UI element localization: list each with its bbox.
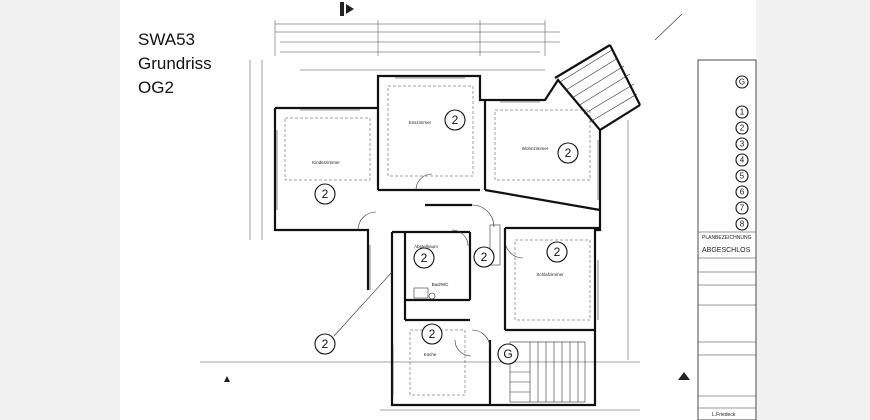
room-label-schlafzimmer: Schlafzimmer xyxy=(536,272,564,277)
legend-symbol-6: 6 xyxy=(735,185,749,199)
right-margin xyxy=(756,0,870,420)
staircase-tag: G xyxy=(497,343,519,365)
legend-symbol-7: 7 xyxy=(735,201,749,215)
legend: G 1 2 3 4 5 6 xyxy=(735,75,749,231)
interior-walls xyxy=(376,100,601,405)
staircase xyxy=(509,341,586,403)
door-swings xyxy=(357,173,524,357)
svg-text:2: 2 xyxy=(740,124,745,133)
title-block: PLANBEZEICHNUNG ABGESCHLOS L.Friedeck xyxy=(697,59,757,420)
svg-text:3: 3 xyxy=(740,140,745,149)
legend-symbol-5: 5 xyxy=(735,169,749,183)
svg-text:2: 2 xyxy=(421,251,428,265)
svg-text:7: 7 xyxy=(740,204,745,213)
plan-caption: SWA53 Grundriss OG2 xyxy=(138,28,212,100)
room-label-esszimmer: Esszimmer xyxy=(409,120,432,125)
svg-text:2: 2 xyxy=(481,250,488,264)
section-markers xyxy=(224,372,690,382)
windows xyxy=(276,77,599,395)
svg-text:2: 2 xyxy=(452,113,459,127)
room-tag-wohnzimmer: 2 xyxy=(557,142,579,164)
svg-text:G: G xyxy=(739,78,745,87)
svg-text:G: G xyxy=(503,347,512,361)
svg-text:5: 5 xyxy=(740,172,745,181)
svg-text:2: 2 xyxy=(565,146,572,160)
legend-symbol-8: 8 xyxy=(735,217,749,231)
room-label-wohnzimmer: Wohnzimmer xyxy=(522,146,549,151)
left-margin xyxy=(0,0,120,420)
room-tag-kinderzimmer: 2 xyxy=(314,183,336,205)
room-label-bad: Bad/WC xyxy=(432,282,450,287)
room-tag-abstellraum: 2 xyxy=(413,247,435,269)
north-arrow xyxy=(648,10,690,52)
legend-symbol-g: G xyxy=(735,75,749,89)
room-tag-schlafzimmer: 2 xyxy=(546,241,568,263)
svg-text:1: 1 xyxy=(740,108,745,117)
svg-text:2: 2 xyxy=(554,245,561,259)
svg-text:2: 2 xyxy=(322,337,329,351)
exterior-walls xyxy=(273,44,641,407)
title-block-author: L.Friedeck xyxy=(712,412,736,418)
room-tag-kueche: 2 xyxy=(421,323,443,345)
room-label-abstellraum: Abstellraum xyxy=(414,244,438,249)
caption-project-code: SWA53 xyxy=(138,30,196,49)
svg-text:6: 6 xyxy=(740,188,745,197)
title-block-plan-title: ABGESCHLOS xyxy=(702,247,751,254)
balcony xyxy=(559,49,638,123)
caption-drawing-type: Grundriss xyxy=(138,54,212,73)
room-label-kinderzimmer: Kinderzimmer xyxy=(312,160,340,165)
legend-symbol-2: 2 xyxy=(735,121,749,135)
room-tags: 2 2 2 2 2 2 2 xyxy=(314,109,579,365)
section-marker-top xyxy=(340,2,354,16)
svg-text:4: 4 xyxy=(740,156,745,165)
legend-symbol-3: 3 xyxy=(735,137,749,151)
room-fixtures xyxy=(284,85,591,396)
room-label-kueche: Küche xyxy=(424,352,437,357)
legend-symbol-4: 4 xyxy=(735,153,749,167)
room-labels: Kinderzimmer Esszimmer Wohnzimmer Schlaf… xyxy=(312,120,564,357)
title-block-section-label: PLANBEZEICHNUNG xyxy=(702,235,752,241)
svg-text:8: 8 xyxy=(740,220,745,229)
room-tag-exterior: 2 xyxy=(314,333,336,355)
legend-symbol-1: 1 xyxy=(735,105,749,119)
room-tag-esszimmer: 2 xyxy=(444,109,466,131)
tag-leader-line xyxy=(333,271,393,337)
caption-floor-level: OG2 xyxy=(138,78,174,97)
room-tag-flur: 2 xyxy=(473,246,495,268)
dimension-lines xyxy=(200,20,640,411)
svg-text:2: 2 xyxy=(429,327,436,341)
svg-text:2: 2 xyxy=(322,187,329,201)
